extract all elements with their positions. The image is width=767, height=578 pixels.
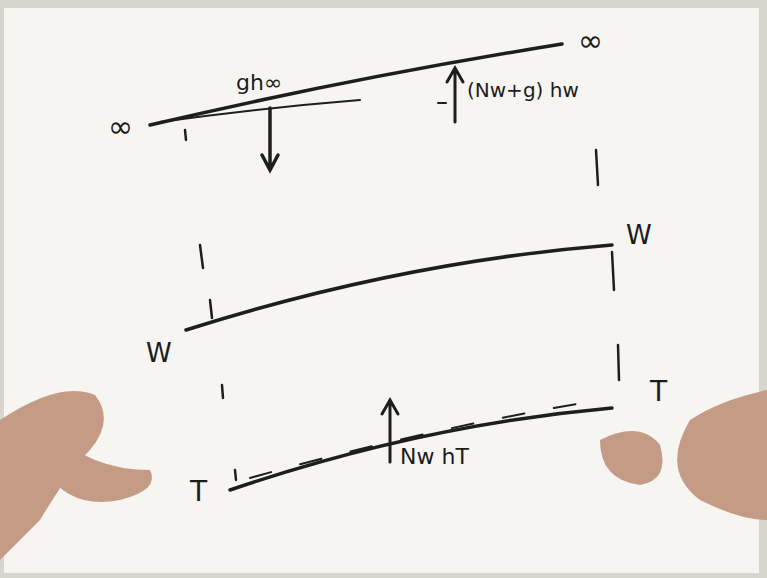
surface-label: W bbox=[626, 222, 652, 248]
surface-label: T bbox=[650, 378, 667, 406]
left-dashed-vertical bbox=[185, 130, 236, 480]
surface-label: W bbox=[146, 340, 172, 366]
infinity-line-short bbox=[160, 100, 360, 122]
right-dashed-vertical bbox=[596, 150, 619, 380]
arrow-down bbox=[262, 108, 278, 170]
hands bbox=[0, 390, 767, 560]
dash-mark bbox=[438, 102, 446, 104]
arrow-up-top bbox=[447, 68, 463, 122]
arrow-up-bottom bbox=[382, 400, 398, 462]
wall-line bbox=[186, 245, 612, 330]
flux-label: (Nw+g) hw bbox=[467, 80, 579, 100]
flux-label: gh∞ bbox=[236, 72, 282, 94]
end-label: ∞ bbox=[108, 112, 133, 142]
paper bbox=[4, 8, 759, 573]
finger-right bbox=[600, 431, 663, 485]
flux-label: Nw hT bbox=[400, 446, 469, 468]
end-label: ∞ bbox=[578, 26, 603, 56]
finger-left bbox=[45, 430, 152, 502]
base-line bbox=[230, 408, 612, 490]
surface-label: T bbox=[190, 478, 207, 506]
base-dashed bbox=[250, 400, 600, 478]
ink-lines bbox=[150, 44, 619, 490]
hand-right bbox=[677, 390, 767, 520]
